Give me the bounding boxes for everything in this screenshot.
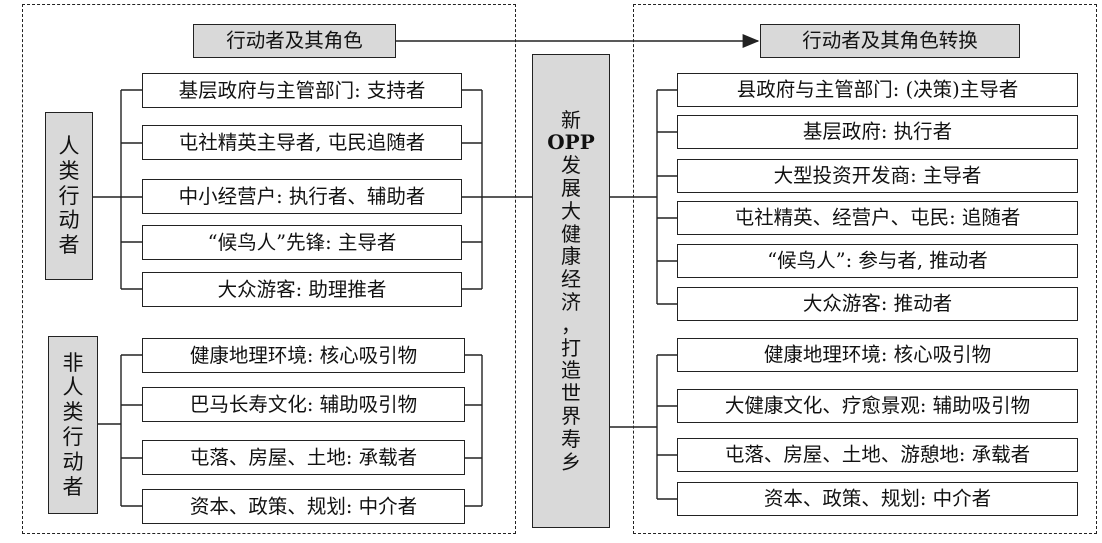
center-goal-char: 济 <box>561 290 581 314</box>
right-header: 行动者及其角色转换 <box>760 24 1020 58</box>
center-goal-char: 界 <box>561 403 581 428</box>
left-dashed-frame <box>22 4 516 534</box>
human-actors-char: 者 <box>58 233 80 258</box>
center-goal-char: 造 <box>561 358 581 383</box>
right-human-item: 屯社精英、经营户、屯民: 追随者 <box>677 201 1078 235</box>
right-human-item: 大型投资开发商: 主导者 <box>677 159 1078 193</box>
nonhuman-actors-char: 人 <box>62 375 84 400</box>
nonhuman-actors-char: 行 <box>62 425 84 449</box>
right-human-item: 基层政府: 执行者 <box>677 115 1078 149</box>
center-goal-char: 展 <box>561 176 581 201</box>
left-nonhuman-item: 屯落、房屋、土地: 承载者 <box>142 440 465 475</box>
center-goal-char: 发 <box>561 153 581 178</box>
right-human-item: 大众游客: 推动者 <box>677 287 1078 321</box>
human-actors-label: 人 类 行 动 者 <box>45 112 93 280</box>
human-actors-char: 动 <box>58 208 80 233</box>
right-human-item: 县政府与主管部门: (决策)主导者 <box>677 73 1078 107</box>
left-nonhuman-item: 健康地理环境: 核心吸引物 <box>142 338 465 373</box>
nonhuman-actors-char: 者 <box>62 474 84 499</box>
right-dashed-frame <box>633 4 1097 534</box>
left-header: 行动者及其角色 <box>193 24 396 58</box>
center-goal-column: 新 OPP 发 展 大 健 康 经 济 ， 打 造 世 界 寿 乡 <box>532 54 610 528</box>
right-human-item: “候鸟人”: 参与者, 推动者 <box>677 244 1078 278</box>
left-human-item: 中小经营户: 执行者、辅助者 <box>142 179 462 214</box>
nonhuman-actors-char: 类 <box>62 400 84 425</box>
left-nonhuman-item: 资本、政策、规划: 中介者 <box>142 489 465 524</box>
left-human-item: 大众游客: 助理推者 <box>142 272 462 307</box>
right-nonhuman-item: 资本、政策、规划: 中介者 <box>677 482 1078 516</box>
left-human-item: 基层政府与主管部门: 支持者 <box>142 73 462 108</box>
human-actors-char: 行 <box>58 183 80 208</box>
center-goal-char: 经 <box>561 267 581 292</box>
center-goal-char: 康 <box>561 244 581 269</box>
center-goal-char: 乡 <box>561 449 581 474</box>
left-human-item: “候鸟人”先锋: 主导者 <box>142 225 462 260</box>
left-human-item: 屯社精英主导者, 屯民追随者 <box>142 125 462 160</box>
right-nonhuman-item: 大健康文化、疗愈景观: 辅助吸引物 <box>677 389 1078 423</box>
right-nonhuman-item: 健康地理环境: 核心吸引物 <box>677 338 1078 372</box>
nonhuman-actors-label: 非 人 类 行 动 者 <box>48 336 98 514</box>
center-goal-char: ， <box>561 312 581 337</box>
center-goal-char: 新 <box>561 107 581 132</box>
center-goal-char: 打 <box>561 335 581 360</box>
human-actors-char: 人 <box>58 134 80 159</box>
nonhuman-actors-char: 非 <box>62 350 84 375</box>
left-nonhuman-item: 巴马长寿文化: 辅助吸引物 <box>142 387 465 422</box>
right-nonhuman-item: 屯落、房屋、土地、游憩地: 承载者 <box>677 438 1078 472</box>
center-goal-char: 寿 <box>561 426 581 451</box>
center-goal-char: OPP <box>547 130 595 155</box>
center-goal-char: 健 <box>561 221 581 246</box>
human-actors-char: 类 <box>58 158 80 183</box>
center-goal-char: 大 <box>561 198 581 223</box>
center-goal-char: 世 <box>561 381 581 406</box>
nonhuman-actors-char: 动 <box>62 449 84 474</box>
